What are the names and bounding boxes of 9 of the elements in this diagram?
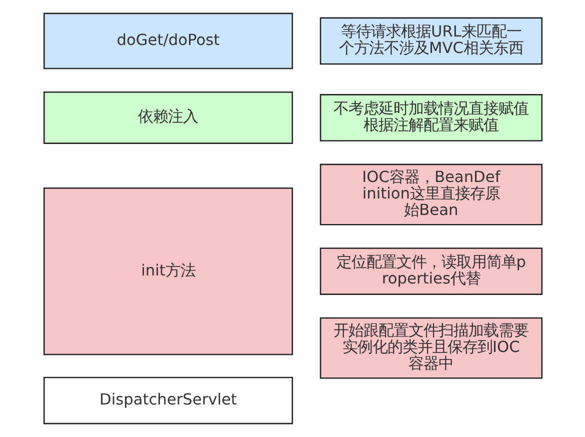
node-box: 开始跟配置文件扫描加载需要实例化的类并且保存到IOC容器中 (319, 317, 542, 379)
node-box: doGet/doPost (42, 12, 292, 70)
node-box: IOC容器，BeanDefinition这里直接存原始Bean (319, 164, 542, 226)
node-box: 不考虑延时加载情况直接赋值根据注解配置来赋值 (319, 94, 542, 142)
node-box: 依赖注入 (42, 92, 292, 144)
node-box: DispatcherServlet (42, 376, 292, 424)
node-box: init方法 (42, 187, 292, 356)
node-box: 定位配置文件，读取用简单properties代替 (319, 248, 542, 295)
node-box: 等待请求根据URL来匹配一个方法不涉及MVC相关东西 (319, 17, 542, 65)
